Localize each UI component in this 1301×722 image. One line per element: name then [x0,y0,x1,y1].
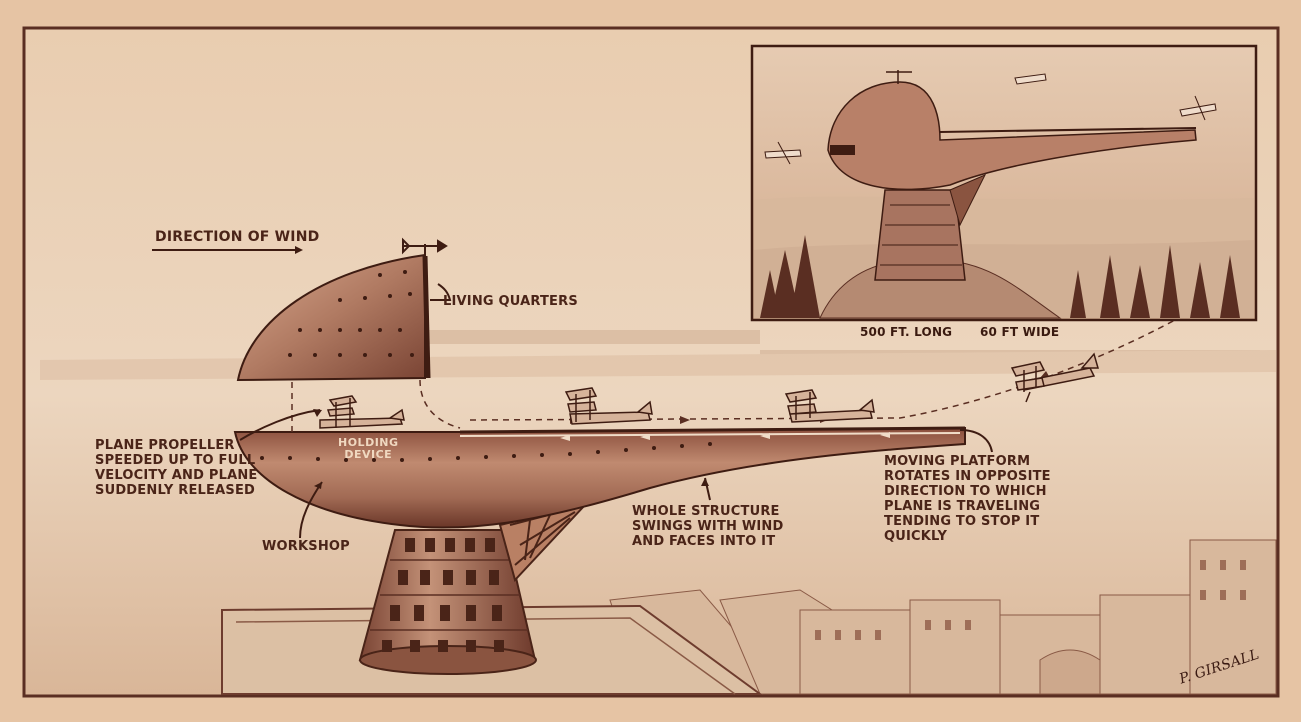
inset-length-caption: 500 FT. LONG [860,325,952,340]
plane-propeller-label: PLANE PROPELLER SPEEDED UP TO FULL VELOC… [95,438,258,498]
moving-platform-label: MOVING PLATFORM ROTATES IN OPPOSITE DIRE… [884,454,1051,544]
inset-width-caption: 60 FT WIDE [980,325,1059,340]
artist-signature: P. GIRSALL [1178,648,1262,688]
holding-device-label: HOLDING DEVICE [338,437,399,461]
living-quarters-label: LIVING QUARTERS [443,294,578,309]
whole-structure-label: WHOLE STRUCTURE SWINGS WITH WIND AND FAC… [632,504,783,549]
direction-of-wind-label: DIRECTION OF WIND [155,230,319,245]
workshop-label: WORKSHOP [262,539,350,554]
